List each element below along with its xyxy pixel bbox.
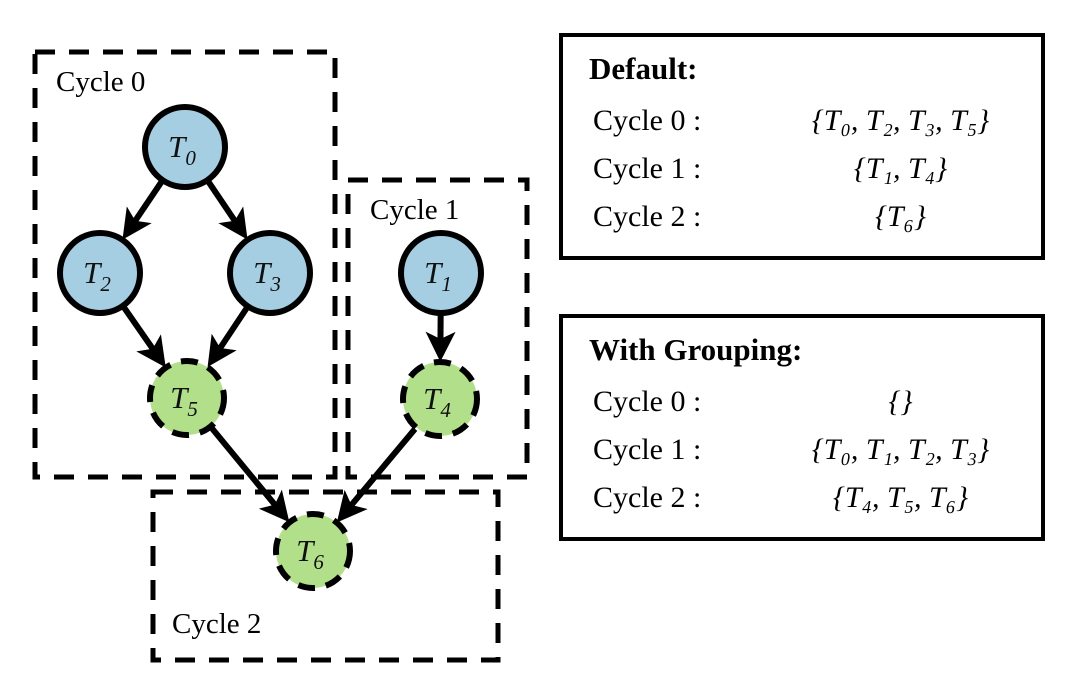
legend-cycle-value: {T₀, T₂, T₃, T₅} xyxy=(811,104,990,137)
task-node-t1[interactable]: T1 xyxy=(398,230,484,316)
legend-cycle-value: {T₁, T₄} xyxy=(853,152,948,185)
legend-cycle-key: Cycle 1 : xyxy=(593,152,702,185)
legend-row: Cycle 1 : {T₁, T₄} xyxy=(563,147,1041,191)
cycle-box-cycle0 xyxy=(32,49,338,480)
task-node-t3[interactable]: T3 xyxy=(227,230,313,316)
edge-T4-to-T6 xyxy=(336,427,418,523)
legend-row: Cycle 1 : {T₀, T₁, T₂, T₃} xyxy=(563,428,1041,472)
legend-cycle-value: {T₆} xyxy=(874,200,927,233)
cycle-group-boxes xyxy=(32,49,530,663)
legend-box-default: Default: Cycle 0 : {T₀, T₂, T₃, T₅} Cycle 1… xyxy=(559,33,1045,260)
legend-row: Cycle 0 : {} xyxy=(563,380,1041,424)
node-circle-t3 xyxy=(227,230,313,316)
legend-row: Cycle 2 : {T₄, T₅, T₆} xyxy=(563,476,1041,520)
legend-cycle-key: Cycle 0 : xyxy=(593,385,702,418)
task-node-t2[interactable]: T2 xyxy=(57,230,143,316)
edge-T5-to-T6 xyxy=(209,426,290,523)
legend-cycle-key: Cycle 0 : xyxy=(593,104,702,137)
legend-row: Cycle 2 : {T₆} xyxy=(563,195,1041,239)
node-circle-t2 xyxy=(57,230,143,316)
node-circle-t4 xyxy=(400,359,480,439)
edge-T0-to-T2 xyxy=(122,180,164,240)
task-node-t6[interactable]: T6 xyxy=(273,511,353,591)
cycle-label-cycle1: Cycle 1 xyxy=(370,194,460,226)
node-circle-t6 xyxy=(273,511,353,591)
edge-T3-to-T5 xyxy=(207,306,250,368)
dependency-edges xyxy=(121,180,456,523)
edge-T0-to-T3 xyxy=(206,180,248,240)
legend-row: Cycle 0 : {T₀, T₂, T₃, T₅} xyxy=(563,99,1041,143)
legend-title-default: Default: xyxy=(589,51,698,86)
legend-box-with-grouping: With Grouping: Cycle 0 : {} Cycle 1 : {T₀, T… xyxy=(559,314,1045,541)
task-node-t5[interactable]: T5 xyxy=(147,358,227,438)
legend-cycle-value: {T₄, T₅, T₆} xyxy=(832,481,969,514)
task-node-t4[interactable]: T4 xyxy=(400,359,480,439)
cycle-label-cycle0: Cycle 0 xyxy=(56,66,146,98)
cycle-label-cycle2: Cycle 2 xyxy=(172,608,262,640)
node-circle-t1 xyxy=(398,230,484,316)
node-circle-t5 xyxy=(147,358,227,438)
legend-cycle-value: {T₀, T₁, T₂, T₃} xyxy=(811,433,990,466)
legend-title-with-grouping: With Grouping: xyxy=(589,332,803,367)
cycle-box-cycle2 xyxy=(150,489,501,663)
legend-cycle-key: Cycle 2 : xyxy=(593,481,702,514)
edge-T2-to-T5 xyxy=(121,305,166,368)
legend-cycle-key: Cycle 1 : xyxy=(593,433,702,466)
task-node-t0[interactable]: T0 xyxy=(142,104,228,190)
node-circle-t0 xyxy=(142,104,228,190)
legend-cycle-key: Cycle 2 : xyxy=(593,200,702,233)
legend-cycle-value: {} xyxy=(888,385,913,418)
